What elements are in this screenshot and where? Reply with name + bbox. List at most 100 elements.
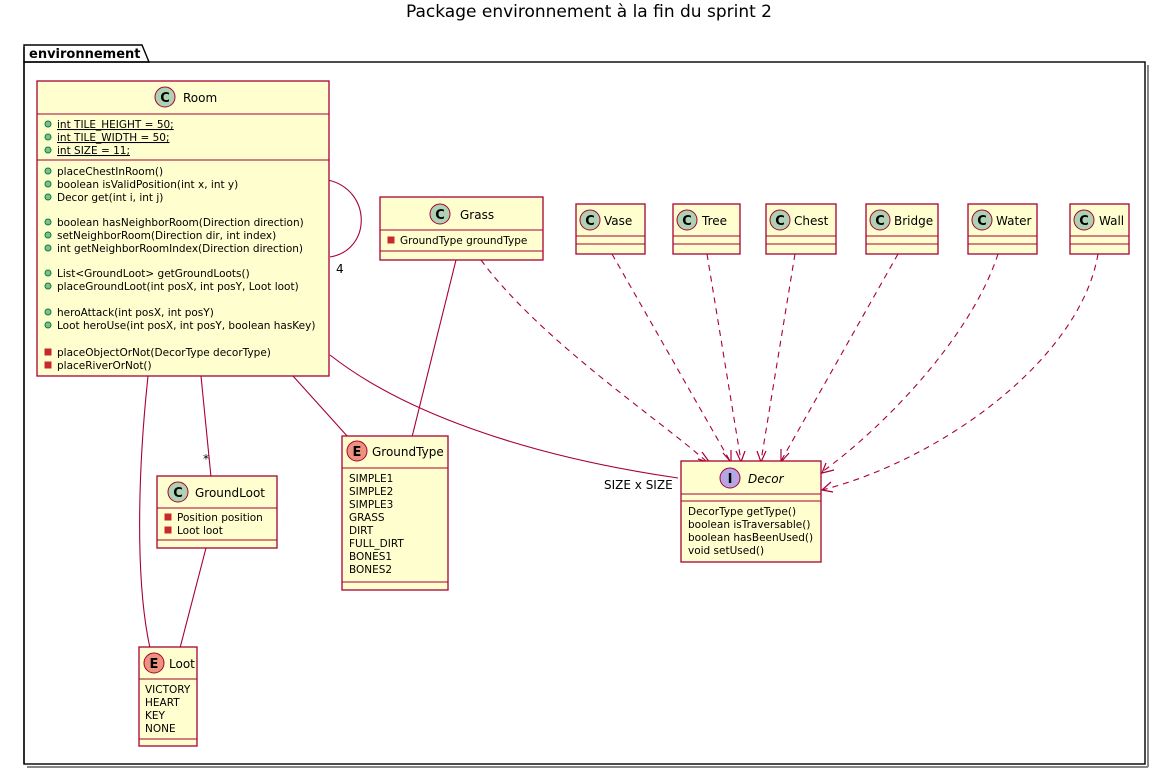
public-icon bbox=[44, 308, 52, 316]
bridge-implements-decor bbox=[780, 253, 899, 462]
class-wall[interactable]: C Wall bbox=[1069, 203, 1130, 255]
field: GroundType groundType bbox=[400, 235, 527, 247]
room-groundloot-association bbox=[200, 375, 212, 478]
enum-value: KEY bbox=[145, 710, 166, 722]
svg-text:C: C bbox=[875, 214, 885, 229]
public-icon bbox=[44, 244, 52, 252]
public-icon bbox=[44, 321, 52, 329]
method: boolean isTraversable() bbox=[688, 519, 810, 531]
class-room[interactable]: C Room int TILE_HEIGHT = 50; int TILE_WI… bbox=[36, 80, 330, 377]
method: boolean isValidPosition(int x, int y) bbox=[57, 179, 238, 191]
method: placeObjectOrNot(DecorType decorType) bbox=[57, 347, 271, 359]
class-icon bbox=[869, 209, 891, 231]
private-icon bbox=[44, 361, 52, 369]
svg-text:C: C bbox=[585, 214, 595, 229]
class-name: Bridge bbox=[894, 214, 933, 228]
public-icon bbox=[44, 282, 52, 290]
enum-value: HEART bbox=[145, 697, 180, 709]
package-environnement: environnement bbox=[23, 44, 1149, 768]
class-name: GroundLoot bbox=[195, 486, 265, 500]
public-icon bbox=[44, 218, 52, 226]
enum-groundtype[interactable]: E GroundType SIMPLE1 SIMPLE2 SIMPLE3 GRA… bbox=[341, 435, 449, 591]
class-icon bbox=[579, 209, 601, 231]
public-icon bbox=[44, 269, 52, 277]
method: heroAttack(int posX, int posY) bbox=[57, 307, 214, 319]
class-water[interactable]: C Water bbox=[967, 203, 1038, 255]
class-icon bbox=[154, 86, 176, 108]
enum-value: SIMPLE1 bbox=[349, 473, 393, 485]
method: placeRiverOrNot() bbox=[57, 360, 152, 372]
class-icon-letter: C bbox=[160, 91, 170, 106]
public-icon bbox=[44, 133, 52, 141]
field: int TILE_WIDTH = 50; bbox=[57, 132, 170, 144]
public-icon bbox=[44, 167, 52, 175]
class-name: Grass bbox=[460, 208, 494, 222]
enum-icon bbox=[346, 440, 368, 462]
class-icon bbox=[167, 481, 189, 503]
public-icon bbox=[44, 146, 52, 154]
enum-loot[interactable]: E Loot VICTORY HEART KEY NONE bbox=[138, 646, 198, 747]
grass-groundtype-association bbox=[411, 259, 457, 438]
class-name: Vase bbox=[604, 214, 632, 228]
method: setNeighborRoom(Direction dir, int index… bbox=[57, 230, 276, 242]
class-groundloot[interactable]: C GroundLoot Position position Loot loot bbox=[156, 475, 278, 549]
decor-multiplicity-label: SIZE x SIZE bbox=[604, 478, 673, 492]
enum-name: GroundType bbox=[372, 445, 444, 459]
method: List<GroundLoot> getGroundLoots() bbox=[57, 268, 250, 280]
method: DecorType getType() bbox=[688, 506, 796, 518]
enum-value: SIMPLE3 bbox=[349, 499, 393, 511]
room-groundtype-association bbox=[292, 375, 349, 438]
method: placeChestInRoom() bbox=[57, 166, 163, 178]
chest-implements-decor bbox=[760, 253, 796, 462]
method: void setUsed() bbox=[688, 545, 764, 557]
class-name: Wall bbox=[1099, 214, 1124, 228]
svg-text:E: E bbox=[353, 445, 362, 460]
svg-text:C: C bbox=[775, 214, 785, 229]
class-name: Room bbox=[183, 91, 217, 105]
svg-text:C: C bbox=[1079, 214, 1089, 229]
method: Decor get(int i, int j) bbox=[57, 192, 163, 204]
class-chest[interactable]: C Chest bbox=[765, 203, 837, 255]
class-icon bbox=[429, 203, 451, 225]
enum-value: FULL_DIRT bbox=[349, 538, 404, 550]
enum-value: GRASS bbox=[349, 512, 385, 524]
tree-implements-decor bbox=[706, 253, 742, 462]
svg-text:E: E bbox=[150, 657, 159, 672]
class-bridge[interactable]: C Bridge bbox=[865, 203, 939, 255]
groundloot-loot-association bbox=[179, 547, 207, 649]
class-name: Chest bbox=[794, 214, 829, 228]
enum-name: Loot bbox=[169, 657, 195, 671]
private-icon bbox=[164, 526, 172, 534]
class-vase[interactable]: C Vase bbox=[575, 203, 646, 255]
public-icon bbox=[44, 231, 52, 239]
class-tree[interactable]: C Tree bbox=[672, 203, 741, 255]
vase-implements-decor bbox=[611, 253, 731, 462]
enum-value: SIMPLE2 bbox=[349, 486, 393, 498]
enum-value: NONE bbox=[145, 723, 176, 735]
class-grass[interactable]: C Grass GroundType groundType bbox=[379, 196, 544, 261]
method: Loot heroUse(int posX, int posY, boolean… bbox=[57, 320, 315, 332]
self-multiplicity-label: 4 bbox=[336, 262, 344, 276]
enum-value: BONES2 bbox=[349, 564, 392, 576]
class-icon bbox=[676, 209, 698, 231]
room-methods: placeChestInRoom() boolean isValidPositi… bbox=[44, 166, 315, 372]
svg-text:C: C bbox=[173, 486, 183, 501]
private-icon bbox=[164, 513, 172, 521]
enum-icon bbox=[143, 652, 165, 674]
interface-decor[interactable]: I Decor DecorType getType() boolean isTr… bbox=[680, 460, 822, 563]
field: int SIZE = 11; bbox=[57, 145, 130, 157]
decor-realizations bbox=[480, 253, 1099, 493]
diagram-title: Package environnement à la fin du sprint… bbox=[406, 2, 772, 22]
class-icon bbox=[769, 209, 791, 231]
public-icon bbox=[44, 120, 52, 128]
class-name: Tree bbox=[701, 214, 727, 228]
class-icon-letter: C bbox=[435, 208, 445, 223]
class-icon bbox=[971, 209, 993, 231]
class-icon bbox=[1073, 209, 1095, 231]
private-icon bbox=[44, 348, 52, 356]
room-fields: int TILE_HEIGHT = 50; int TILE_WIDTH = 5… bbox=[44, 119, 174, 157]
public-icon bbox=[44, 193, 52, 201]
groundloot-multiplicity-label: * bbox=[203, 452, 209, 466]
svg-text:C: C bbox=[682, 214, 692, 229]
